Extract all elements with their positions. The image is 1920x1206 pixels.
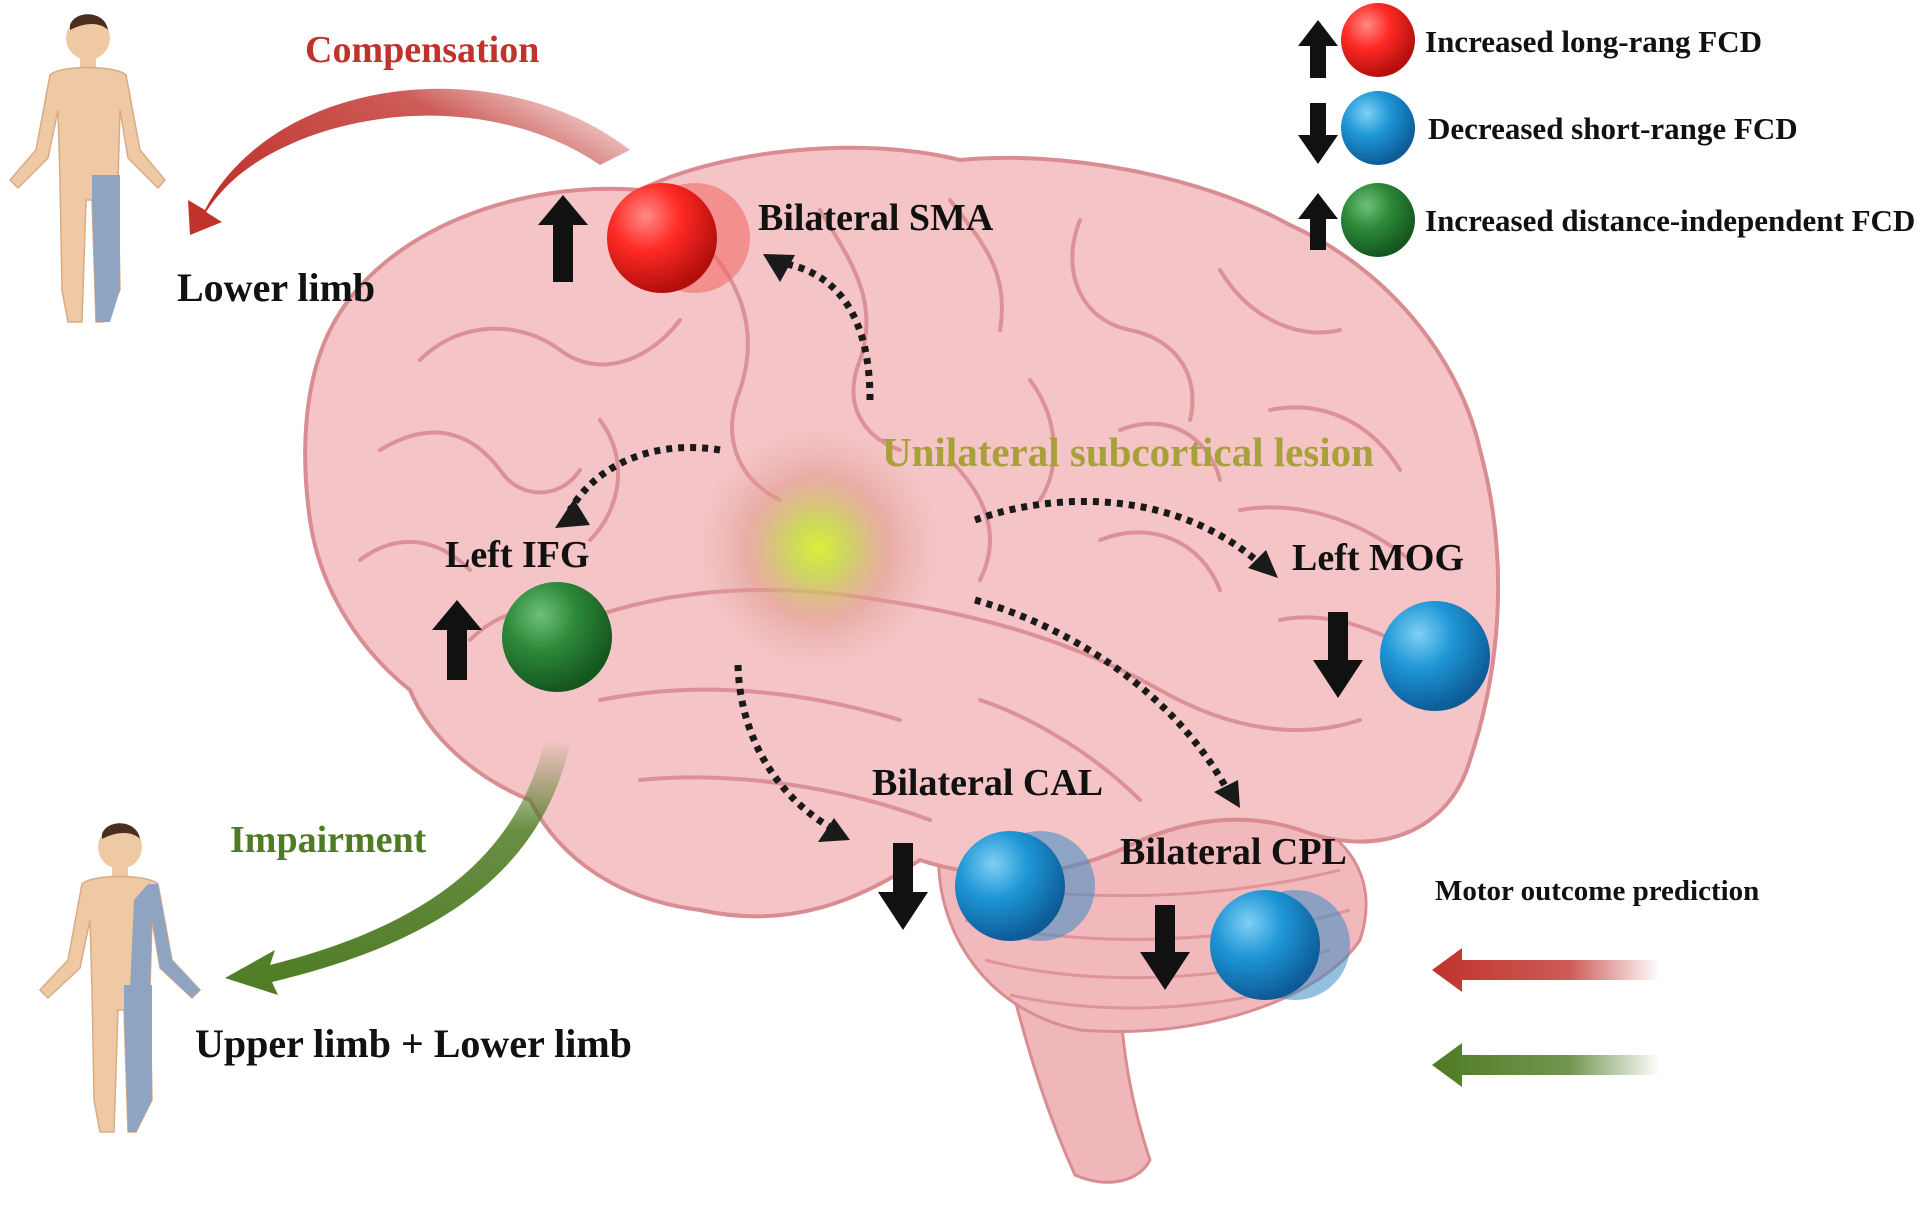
legend-up-arrow-icon-1 xyxy=(1298,20,1338,78)
arrow-to-mog xyxy=(973,497,1268,571)
prediction-green-arrow xyxy=(1432,1043,1660,1087)
label-left-mog: Left MOG xyxy=(1292,537,1465,579)
label-left-ifg: Left IFG xyxy=(445,534,590,576)
arrowhead-mog xyxy=(1248,550,1278,578)
label-upper-lower-limb: Upper limb + Lower limb xyxy=(195,1021,632,1066)
label-compensation: Compensation xyxy=(305,29,540,71)
direction-arrows xyxy=(432,195,1363,990)
sma-up-arrow-icon xyxy=(538,195,588,282)
label-bilateral-sma: Bilateral SMA xyxy=(758,197,994,239)
affected-lower-limb xyxy=(92,175,120,322)
label-bilateral-cal: Bilateral CAL xyxy=(872,762,1104,804)
arrow-to-ifg xyxy=(567,444,721,512)
prediction-red-arrow xyxy=(1432,948,1660,992)
label-lower-limb: Lower limb xyxy=(177,265,376,310)
label-motor-outcome-prediction: Motor outcome prediction xyxy=(1435,875,1760,907)
human-figure-bottom xyxy=(38,823,202,1133)
legend-label-red: Increased long-rang FCD xyxy=(1425,24,1762,59)
legend-red-ball xyxy=(1341,3,1415,77)
cal-down-arrow-icon xyxy=(878,843,928,930)
label-bilateral-cpl: Bilateral CPL xyxy=(1120,831,1347,873)
legend-up-arrow-icon-3 xyxy=(1298,193,1338,250)
cal-marker xyxy=(955,831,1065,941)
compensation-arrow xyxy=(188,88,630,235)
arrowhead-sma xyxy=(763,254,795,282)
lesion-glow xyxy=(698,428,938,668)
brain-illustration xyxy=(303,145,1501,1184)
arrowhead-cpl xyxy=(1214,780,1240,808)
mog-down-arrow-icon xyxy=(1313,612,1363,698)
affected-lower-limb-2 xyxy=(124,985,152,1132)
ifg-up-arrow-icon xyxy=(432,600,482,680)
ifg-marker xyxy=(502,582,612,692)
cpl-marker xyxy=(1210,890,1320,1000)
region-markers xyxy=(502,183,1490,1000)
legend xyxy=(1298,3,1415,257)
legend-down-arrow-icon-2 xyxy=(1298,103,1338,164)
arrowhead-ifg xyxy=(555,499,590,528)
prediction-arrows xyxy=(1432,948,1660,1087)
connection-arrows xyxy=(567,258,1268,834)
label-lesion: Unilateral subcortical lesion xyxy=(882,429,1374,475)
sma-marker xyxy=(607,183,717,293)
outcome-arrows xyxy=(188,88,1660,1087)
connection-arrowheads xyxy=(555,254,1278,842)
legend-blue-ball xyxy=(1341,91,1415,165)
arrow-to-cal xyxy=(734,664,837,834)
legend-label-green: Increased distance-independent FCD xyxy=(1425,203,1916,238)
mog-marker xyxy=(1380,601,1490,711)
legend-label-blue: Decreased short-range FCD xyxy=(1428,111,1798,146)
legend-green-ball xyxy=(1341,183,1415,257)
arrowhead-cal xyxy=(818,818,850,842)
cpl-down-arrow-icon xyxy=(1140,905,1190,990)
brain-sulci xyxy=(358,198,1432,822)
label-impairment: Impairment xyxy=(230,819,427,861)
arrow-to-sma xyxy=(774,258,874,401)
affected-upper-limb xyxy=(130,884,200,998)
impairment-arrow xyxy=(225,740,570,995)
human-figure-top xyxy=(8,14,166,323)
